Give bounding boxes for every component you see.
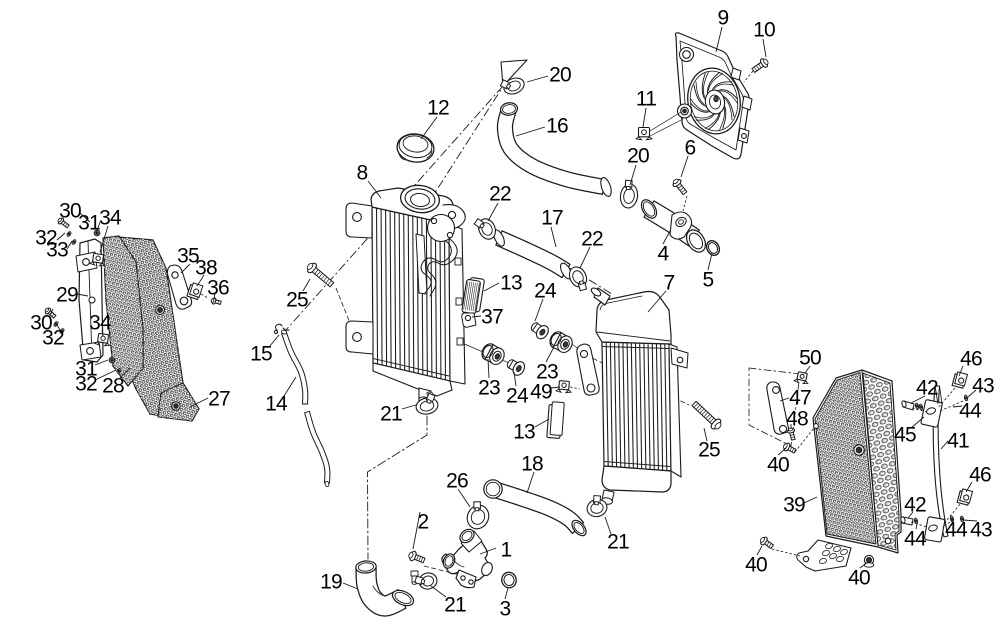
svg-text:21: 21 — [380, 403, 402, 426]
svg-text:24: 24 — [506, 385, 529, 408]
svg-text:30: 30 — [30, 312, 52, 335]
svg-text:43: 43 — [972, 375, 994, 398]
svg-text:31: 31 — [78, 212, 100, 235]
svg-text:37: 37 — [481, 306, 503, 329]
svg-text:15: 15 — [250, 343, 272, 366]
svg-text:18: 18 — [521, 453, 543, 476]
svg-text:47: 47 — [789, 387, 811, 410]
svg-text:10: 10 — [753, 19, 775, 42]
svg-text:9: 9 — [718, 7, 729, 30]
svg-text:32: 32 — [35, 227, 57, 250]
svg-text:34: 34 — [99, 207, 122, 230]
svg-text:45: 45 — [894, 424, 916, 447]
svg-text:2: 2 — [418, 511, 429, 534]
svg-text:14: 14 — [265, 393, 288, 416]
svg-text:19: 19 — [320, 571, 342, 594]
svg-text:48: 48 — [786, 408, 808, 431]
svg-text:33: 33 — [46, 239, 68, 262]
svg-text:17: 17 — [541, 207, 563, 230]
svg-text:50: 50 — [799, 347, 821, 370]
svg-text:5: 5 — [703, 269, 714, 292]
svg-text:13: 13 — [500, 272, 522, 295]
svg-text:32: 32 — [42, 327, 64, 350]
svg-text:22: 22 — [581, 228, 603, 251]
svg-text:30: 30 — [59, 200, 81, 223]
svg-text:6: 6 — [685, 137, 696, 160]
svg-text:49: 49 — [530, 381, 552, 404]
svg-text:20: 20 — [549, 64, 571, 87]
svg-text:40: 40 — [767, 454, 789, 477]
svg-text:13: 13 — [513, 421, 535, 444]
svg-text:12: 12 — [427, 97, 449, 120]
svg-text:42: 42 — [916, 377, 938, 400]
svg-text:46: 46 — [960, 348, 982, 371]
svg-text:40: 40 — [745, 554, 767, 577]
svg-text:42: 42 — [904, 494, 926, 517]
svg-text:28: 28 — [102, 375, 124, 398]
svg-text:22: 22 — [489, 183, 511, 206]
svg-text:44: 44 — [904, 528, 927, 551]
svg-text:16: 16 — [546, 115, 568, 138]
svg-text:25: 25 — [698, 439, 720, 462]
svg-text:26: 26 — [446, 470, 468, 493]
svg-text:38: 38 — [195, 257, 217, 280]
svg-text:7: 7 — [664, 272, 675, 295]
svg-text:31: 31 — [75, 358, 97, 381]
svg-text:46: 46 — [969, 464, 991, 487]
svg-text:39: 39 — [783, 494, 805, 517]
svg-text:23: 23 — [536, 361, 558, 384]
svg-text:1: 1 — [501, 539, 512, 562]
svg-text:35: 35 — [177, 245, 199, 268]
svg-text:40: 40 — [848, 567, 870, 590]
svg-text:20: 20 — [627, 145, 649, 168]
svg-text:21: 21 — [444, 594, 466, 617]
svg-text:44: 44 — [945, 519, 968, 542]
svg-text:21: 21 — [607, 531, 629, 554]
svg-text:24: 24 — [534, 280, 557, 303]
svg-text:41: 41 — [947, 430, 969, 453]
svg-text:34: 34 — [89, 312, 112, 335]
svg-text:32: 32 — [75, 373, 97, 396]
svg-text:3: 3 — [500, 598, 511, 621]
svg-text:4: 4 — [658, 243, 670, 266]
svg-text:29: 29 — [56, 284, 78, 307]
svg-text:25: 25 — [286, 289, 308, 312]
svg-text:44: 44 — [959, 400, 982, 423]
svg-text:36: 36 — [207, 277, 229, 300]
svg-text:8: 8 — [357, 162, 368, 185]
svg-text:23: 23 — [478, 377, 500, 400]
svg-text:27: 27 — [208, 388, 230, 411]
svg-text:43: 43 — [970, 519, 992, 542]
svg-text:11: 11 — [636, 88, 656, 111]
